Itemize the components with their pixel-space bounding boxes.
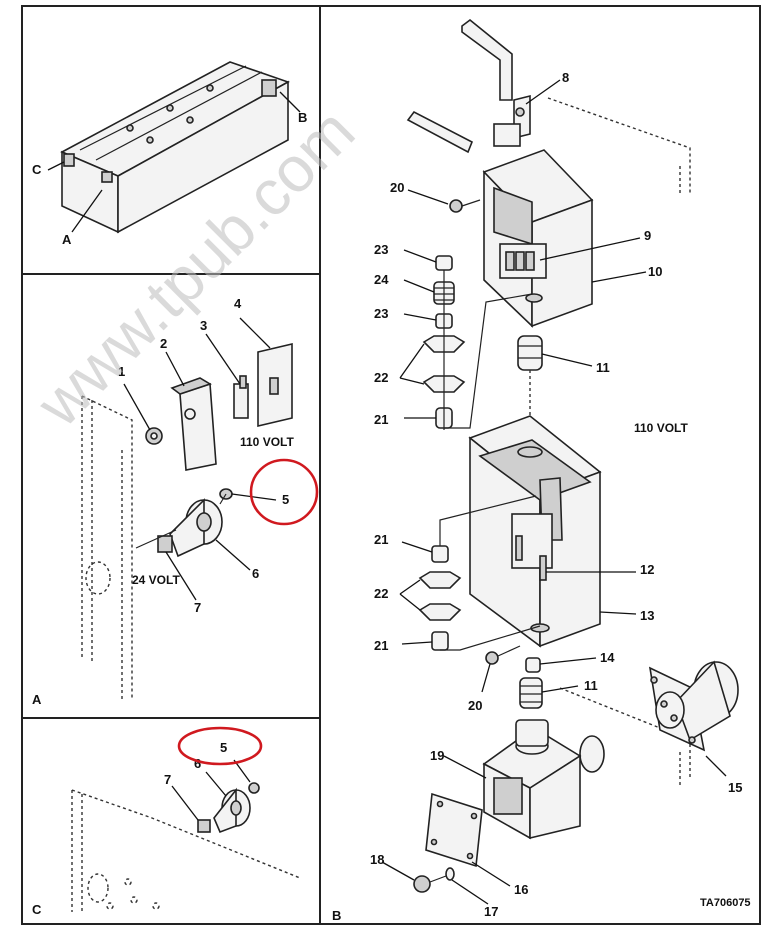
part-18-screw	[413, 875, 447, 893]
part-3-switch	[233, 375, 249, 419]
callout-b-17: 17	[484, 904, 498, 919]
panel-c-letter: C	[32, 902, 42, 917]
callout-b-22-lower: 22	[374, 586, 388, 601]
part-6-lamp-a	[169, 498, 223, 558]
callout-b-20-upper: 20	[390, 180, 404, 195]
callout-b-23-lower: 23	[374, 306, 388, 321]
top-label-c: C	[32, 162, 42, 177]
callout-b-10: 10	[648, 264, 662, 279]
callout-a-2: 2	[160, 336, 167, 351]
callout-b-22-upper: 22	[374, 370, 388, 385]
part-20-screw-upper	[449, 199, 481, 213]
callout-c-7: 7	[164, 772, 171, 787]
callout-b-14: 14	[600, 650, 615, 665]
part-11-connector-lower	[519, 677, 543, 709]
part-15-receptacle	[648, 660, 739, 752]
conduit-fitting-top	[406, 18, 513, 154]
callout-b-11-upper: 11	[596, 360, 610, 375]
callout-c-5: 5	[220, 740, 227, 755]
callout-b-21-mid: 21	[374, 532, 388, 547]
part-1-grommet	[145, 427, 163, 445]
part-6-lamp-c	[213, 787, 251, 834]
voltage-24-label-a: 24 VOLT	[132, 573, 180, 587]
callout-b-21-lower: 21	[374, 638, 388, 653]
callout-b-20-lower: 20	[468, 698, 482, 713]
callout-b-16: 16	[514, 882, 528, 897]
panel-a-letter: A	[32, 692, 42, 707]
panel-c-door-outline	[71, 789, 301, 912]
part-8-bracket	[493, 94, 531, 147]
callout-b-23-upper: 23	[374, 242, 388, 257]
part-14-bushing	[525, 657, 541, 673]
callout-b-15: 15	[728, 780, 742, 795]
part-4-plate	[257, 342, 293, 428]
part-11-connector-upper	[517, 335, 543, 371]
highlight-circle-c	[177, 726, 263, 766]
callout-a-3: 3	[200, 318, 207, 333]
panel-c-frame	[21, 717, 321, 925]
callout-a-6: 6	[252, 566, 259, 581]
callout-b-24: 24	[374, 272, 389, 287]
callout-b-19: 19	[430, 748, 444, 763]
part-23-bushing-upper	[435, 255, 453, 271]
part-2-block	[170, 377, 217, 471]
callout-a-5: 5	[282, 492, 289, 507]
callout-b-13: 13	[640, 608, 654, 623]
part-13-lower-housing	[468, 415, 602, 648]
highlight-circle-a	[249, 458, 319, 526]
part-10-upper-housing	[482, 149, 594, 328]
callout-a-7: 7	[194, 600, 201, 615]
part-5-screw-c	[248, 782, 260, 794]
part-5-screw-a	[219, 488, 233, 505]
part-21-bushing-lower	[431, 631, 449, 651]
panel-b-frame	[319, 5, 761, 925]
figure-code: TA706075	[700, 897, 751, 909]
panel-a-door-outline	[81, 395, 133, 700]
callout-b-18: 18	[370, 852, 384, 867]
callout-b-12: 12	[640, 562, 654, 577]
callout-b-21-upper: 21	[374, 412, 388, 427]
voltage-110-label-a: 110 VOLT	[240, 435, 294, 449]
part-17-washer	[445, 867, 455, 881]
cabinet-overview	[60, 61, 290, 234]
voltage-110-label-b: 110 VOLT	[634, 421, 688, 435]
callout-b-11-lower: 11	[584, 678, 598, 693]
part-19-junction-box	[482, 719, 582, 840]
part-20-screw-lower	[485, 645, 521, 665]
part-16-cover	[425, 792, 483, 868]
top-label-a: A	[62, 232, 72, 247]
part-22-nuts-lower	[418, 571, 462, 621]
top-label-b: B	[298, 110, 307, 125]
callout-a-4: 4	[234, 296, 242, 311]
panel-b-letter: B	[332, 908, 341, 923]
part-7-lens-a	[157, 535, 173, 553]
callout-a-1: 1	[118, 364, 125, 379]
callout-b-8: 8	[562, 70, 569, 85]
part-7-lens-c	[197, 819, 211, 833]
part-21-bushing-mid	[431, 545, 449, 563]
callout-c-6: 6	[194, 756, 201, 771]
callout-b-9: 9	[644, 228, 651, 243]
